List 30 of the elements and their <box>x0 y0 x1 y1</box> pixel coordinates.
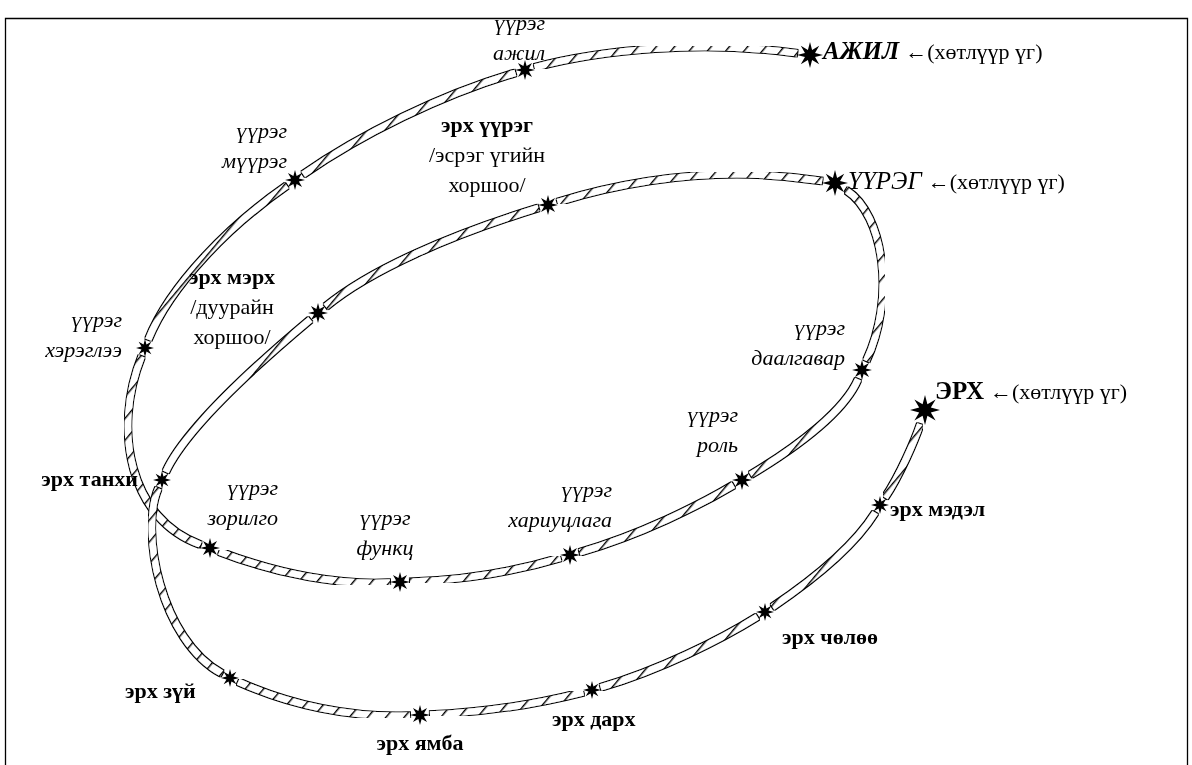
keyword-label: АЖИЛ <box>823 37 900 64</box>
note-label: ←(хөтлүүр үг) <box>905 39 1043 64</box>
term-label: эрх мэрх <box>187 263 277 291</box>
hatched-band <box>556 171 823 206</box>
term-label: үүрэг хариуцлага <box>508 476 612 534</box>
hatched-band <box>882 423 924 500</box>
term-label: үүрэг мүүрэг <box>221 117 287 175</box>
term-label: эрх дарх <box>552 705 636 733</box>
note-label: ←(хөтлүүр үг) <box>989 379 1128 404</box>
term-label: эрх мэдэл <box>890 495 985 523</box>
keyword-label: ҮҮРЭГ <box>848 167 922 194</box>
term-label: үүрэг хэрэглээ <box>45 306 122 364</box>
term-label: үүрэг функц <box>356 504 414 562</box>
hatched-band <box>124 355 202 548</box>
term-label: эрх зүй <box>125 677 196 705</box>
term-label: эрх ямба <box>376 729 464 757</box>
hatched-band <box>843 187 886 363</box>
term-label: үүрэг зорилго <box>207 474 278 532</box>
term-label: үүрэг ажил <box>492 9 545 67</box>
term-label: эрх үүрэг <box>440 111 534 139</box>
hatched-band <box>148 487 224 677</box>
note-label: /эсрэг үгийн хоршоо/ <box>427 141 547 199</box>
term-label: үүрэг роль <box>687 401 738 459</box>
hatched-band <box>323 204 540 310</box>
term-label: үүрэг даалгавар <box>751 314 845 372</box>
term-label: эрх чөлөө <box>782 623 878 651</box>
keyword-label: ЭРХ <box>935 377 984 404</box>
note-label: ←(хөтлүүр үг) <box>927 169 1065 194</box>
note-label: /дуурайн хоршоо/ <box>189 293 275 351</box>
hatched-band <box>409 554 562 585</box>
